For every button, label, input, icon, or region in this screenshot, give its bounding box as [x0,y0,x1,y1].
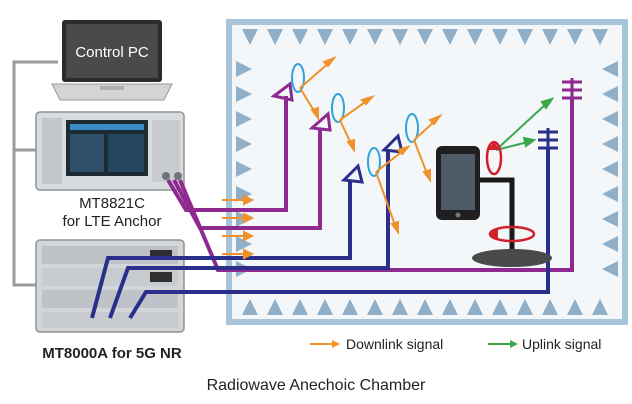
smartphone-icon [436,146,480,220]
legend-downlink [310,340,340,348]
absorber-cone [236,111,252,127]
mt8000a-label: MT8000A for 5G NR [42,345,182,362]
absorber-cone [592,299,608,315]
array-antenna-blue [538,128,558,152]
rf-cables [90,96,574,320]
legend-downlink-label: Downlink signal [346,336,443,352]
absorber-cone [602,161,618,177]
absorber-cone [292,299,308,315]
absorber-cone [602,86,618,102]
antenna-horns [270,81,404,184]
mt8821c-label-line1: MT8821C [79,195,145,212]
caption: Radiowave Anechoic Chamber [207,377,426,394]
array-antenna-purple [562,78,582,102]
antenna-2 [308,111,332,132]
mt8000a-instrument-icon [35,239,185,333]
uplink-arrows [495,97,555,151]
absorber-cone [367,29,383,45]
absorber-cone [317,29,333,45]
absorber-cone [236,86,252,102]
legend-uplink [488,340,518,348]
polarization-rings [291,63,419,177]
absorber-cone [236,136,252,152]
purple-cable-1 [166,96,288,212]
absorber-cone [542,29,558,45]
antenna-3 [340,163,364,184]
absorber-cone [342,29,358,45]
absorber-cone [342,299,358,315]
control-pc-label: Control PC [75,44,149,61]
absorber-cone [542,299,558,315]
mt8821c-label-line2: for LTE Anchor [63,213,162,230]
rotation-arrows [485,140,536,243]
absorber-cone [236,61,252,77]
antenna-1 [270,81,294,102]
absorber-cone [602,61,618,77]
absorber-cone [292,29,308,45]
absorber-cone [367,299,383,315]
absorber-cone [567,29,583,45]
radiated-downlink-arrows [299,55,443,235]
absorber-cone [442,299,458,315]
turntable-icon [472,177,552,267]
absorber-cone [392,29,408,45]
absorber-cone [602,111,618,127]
blue-cable-2 [108,150,390,319]
absorber-cone [236,161,252,177]
absorber-cone [602,186,618,202]
legend-uplink-label: Uplink signal [522,336,601,352]
purple-cable-2 [172,128,322,230]
pc-control-cables [12,60,58,287]
absorber-cone [236,236,252,252]
purple-cable-3 [178,98,574,272]
absorber-cone [517,29,533,45]
absorber-cone [392,299,408,315]
absorber-cone [317,299,333,315]
absorber-cone [492,299,508,315]
antenna-4 [380,133,404,154]
blue-cable-3 [128,148,550,320]
absorber-cone [492,29,508,45]
absorber-cone [267,29,283,45]
blue-cable-1 [90,180,352,319]
absorber-cone [417,299,433,315]
legend: Downlink signal Uplink signal [310,336,601,352]
absorber-cone [467,29,483,45]
absorber-cone [267,299,283,315]
absorber-cone [417,29,433,45]
absorber-cone [242,299,258,315]
absorber-cone [517,299,533,315]
downlink-entry-arrows [222,194,255,260]
absorber-cone [602,211,618,227]
absorber-cone [567,299,583,315]
absorber-cone [592,29,608,45]
absorber-cones [236,29,618,315]
absorber-cone [602,136,618,152]
laptop-icon [51,20,173,101]
absorber-cone [467,299,483,315]
mt8821c-instrument-icon [35,111,185,191]
absorber-cone [242,29,258,45]
absorber-cone [442,29,458,45]
absorber-cone [236,186,252,202]
absorber-cone [602,261,618,277]
absorber-cone [602,236,618,252]
